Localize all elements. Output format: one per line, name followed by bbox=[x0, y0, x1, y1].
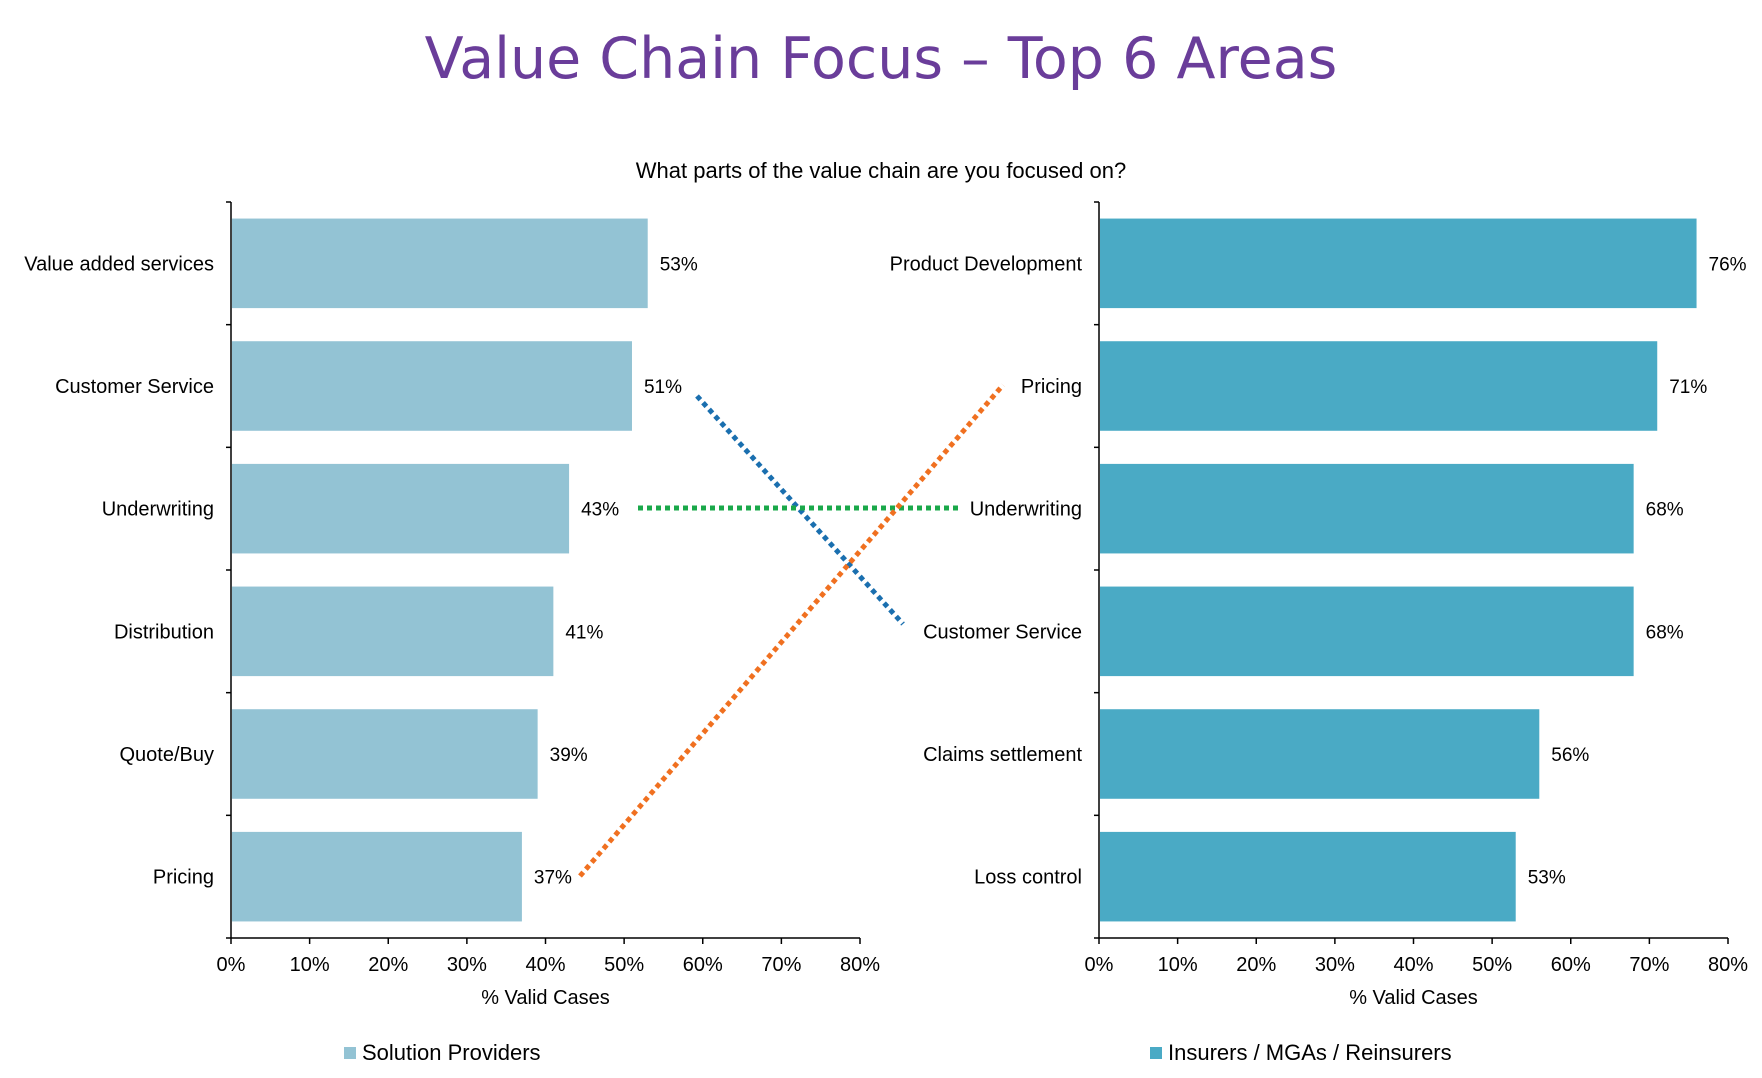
panel-1-data-label: 68% bbox=[1646, 500, 1684, 521]
panel-0-x-tick-label: 70% bbox=[761, 954, 801, 976]
panel-1-x-tick-label: 30% bbox=[1315, 954, 1355, 976]
panel-0-category-label: Pricing bbox=[153, 867, 214, 889]
panel-1-x-tick-label: 20% bbox=[1236, 954, 1276, 976]
panel-0-bar bbox=[232, 341, 632, 431]
panel-0-data-label: 53% bbox=[660, 254, 698, 275]
panel-1-data-label: 56% bbox=[1551, 745, 1589, 766]
panel-0-x-tick-label: 60% bbox=[683, 954, 723, 976]
panel-1-category-label: Loss control bbox=[974, 867, 1082, 889]
panel-1-data-label: 53% bbox=[1528, 868, 1566, 889]
panel-1-category-label: Pricing bbox=[1021, 376, 1082, 398]
chart-title: Value Chain Focus – Top 6 Areas bbox=[424, 26, 1338, 92]
panel-0-category-label: Distribution bbox=[114, 621, 214, 643]
panel-1-bar bbox=[1100, 463, 1634, 554]
panel-0-x-tick-label: 40% bbox=[525, 954, 565, 976]
panel-0-data-label: 37% bbox=[534, 868, 572, 889]
panel-0-data-label: 41% bbox=[565, 622, 603, 643]
panel-1-category-label: Underwriting bbox=[970, 499, 1082, 521]
panel-0-category-label: Value added services bbox=[24, 253, 214, 275]
panel-1-category-label: Product Development bbox=[890, 253, 1083, 275]
panel-1-x-tick-label: 50% bbox=[1472, 954, 1512, 976]
panel-1-bar bbox=[1100, 831, 1516, 922]
legend-right-label: Insurers / MGAs / Reinsurers bbox=[1168, 1040, 1452, 1065]
panel-0-data-label: 39% bbox=[550, 745, 588, 766]
panel-0-bar bbox=[232, 463, 570, 554]
panel-1-category-label: Customer Service bbox=[923, 621, 1082, 643]
legend-right-swatch bbox=[1150, 1047, 1162, 1059]
panel-0-bar bbox=[232, 218, 648, 309]
panel-1-data-label: 76% bbox=[1709, 254, 1747, 275]
panel-0-x-tick-label: 10% bbox=[290, 954, 330, 976]
panel-1-x-tick-label: 10% bbox=[1158, 954, 1198, 976]
panel-1-bar bbox=[1100, 709, 1540, 799]
panel-1-x-tick-label: 0% bbox=[1085, 954, 1114, 976]
panel-0-category-label: Underwriting bbox=[102, 499, 214, 521]
panel-1-x-tick-label: 60% bbox=[1551, 954, 1591, 976]
panel-0-data-label: 43% bbox=[581, 500, 619, 521]
panel-0-bar bbox=[232, 831, 522, 922]
panel-0-x-tick-label: 30% bbox=[447, 954, 487, 976]
legend-left-swatch bbox=[344, 1047, 356, 1059]
panel-1-x-tick-label: 70% bbox=[1629, 954, 1669, 976]
panel-0-category-label: Quote/Buy bbox=[119, 744, 214, 766]
panel-1-bar bbox=[1100, 341, 1658, 431]
panel-0-x-tick-label: 50% bbox=[604, 954, 644, 976]
panel-1-category-label: Claims settlement bbox=[923, 744, 1082, 766]
connector-pricing bbox=[578, 383, 1005, 878]
panel-0-x-tick-label: 80% bbox=[840, 954, 880, 976]
legend-right: Insurers / MGAs / Reinsurers bbox=[1150, 1040, 1452, 1066]
chart-subtitle: What parts of the value chain are you fo… bbox=[635, 158, 1127, 183]
panel-0-data-label: 51% bbox=[644, 377, 682, 398]
panel-0-bar bbox=[232, 586, 554, 677]
panel-1-bar bbox=[1100, 218, 1697, 309]
panel-0-x-axis-title: % Valid Cases bbox=[481, 987, 610, 1009]
panel-0-x-tick-label: 20% bbox=[368, 954, 408, 976]
panel-1-data-label: 68% bbox=[1646, 622, 1684, 643]
panel-0-category-label: Customer Service bbox=[55, 376, 214, 398]
panel-1-x-axis-title: % Valid Cases bbox=[1349, 987, 1478, 1009]
panel-1-x-tick-label: 40% bbox=[1393, 954, 1433, 976]
legend-left: Solution Providers bbox=[344, 1040, 541, 1066]
panel-0-x-tick-label: 0% bbox=[217, 954, 246, 976]
panel-1-x-tick-label: 80% bbox=[1708, 954, 1748, 976]
legend-left-label: Solution Providers bbox=[362, 1040, 541, 1065]
panel-0-bar bbox=[232, 709, 538, 799]
panel-1-bar bbox=[1100, 586, 1634, 677]
panel-1-data-label: 71% bbox=[1669, 377, 1707, 398]
